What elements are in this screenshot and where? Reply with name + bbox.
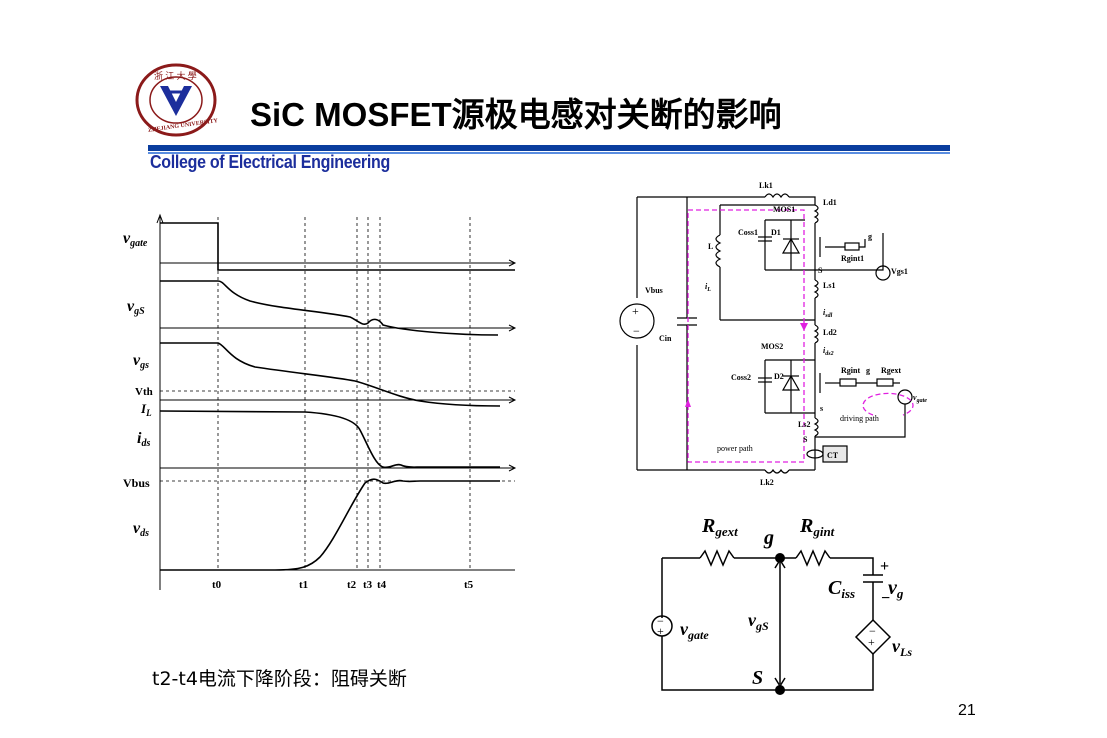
svg-text:s: s [820,404,823,413]
university-logo: 浙 江 大 學 ZHEJIANG UNIVERSITY [135,63,218,137]
label-vbus: Vbus [123,476,150,490]
svg-text:+: + [657,624,664,638]
header-rule [148,145,950,151]
svg-text:−: − [881,590,890,607]
logo-text-top: 浙 江 大 學 [154,70,197,81]
time-t0: t0 [212,579,222,591]
svg-text:power path: power path [717,444,753,453]
svg-text:driving path: driving path [840,414,879,423]
label-vg: vg [888,577,904,601]
label-S: S [752,667,763,689]
svg-text:isdl: isdl [823,308,833,319]
svg-text:S: S [818,266,823,275]
svg-text:CT: CT [827,451,839,460]
time-t5: t5 [464,579,474,591]
label-vds: vds [133,520,149,539]
svg-text:Rgext: Rgext [881,366,901,375]
svg-text:Ld1: Ld1 [823,198,837,207]
svg-text:Rgint1: Rgint1 [841,254,864,263]
time-t4: t4 [377,579,387,591]
label-Rgext: Rgext [701,515,738,539]
label-vgS: vgS [748,610,769,633]
svg-text:Cin: Cin [659,334,672,343]
slide-title: SiC MOSFET源极电感对关断的影响 [250,96,782,133]
svg-text:−: − [657,614,664,628]
label-vLs: vLs [892,636,912,659]
svg-text:g: g [866,366,870,375]
svg-text:iL: iL [705,282,711,293]
svg-text:MOS2: MOS2 [761,342,783,351]
label-IL: IL [140,401,152,418]
svg-text:vgate: vgate [913,393,927,404]
power-circuit-diagram: Lk1 Ld1 MOS1 Coss1 D1 L g Rgint1 S Vgs1 … [619,181,927,487]
label-Ciss: Ciss [828,577,855,601]
svg-text:Vbus: Vbus [645,286,663,295]
label-Rgint: Rgint [799,515,835,539]
label-vgate: vgate [123,230,148,249]
svg-text:Lk2: Lk2 [760,478,774,487]
svg-text:−: − [869,624,876,638]
waveform-diagram: vgate vgS vgs IL ids vds Vth Vbus t0 t1 … [123,213,517,591]
label-vgS: vgS [127,298,145,317]
label-ids: ids [137,430,150,449]
time-t3: t3 [363,579,373,591]
svg-text:Lk1: Lk1 [759,181,773,190]
time-t2: t2 [347,579,357,591]
svg-text:Vgs1: Vgs1 [891,267,908,276]
svg-text:Ls1: Ls1 [823,281,835,290]
page-number: 21 [958,702,976,719]
label-vgs: vgs [133,352,149,371]
svg-text:+: + [868,635,875,649]
svg-text:Coss1: Coss1 [738,228,758,237]
svg-text:−: − [633,324,640,338]
slide-caption: t2-t4电流下降阶段：阻碍关断 [152,668,407,690]
svg-text:Ld2: Ld2 [823,328,837,337]
svg-text:ids2: ids2 [823,346,834,357]
svg-text:Ls2: Ls2 [798,420,810,429]
label-g: g [763,527,774,549]
label-vth: Vth [135,386,153,398]
label-vgate: vgate [680,619,709,642]
gate-equivalent-circuit: −+−+ Rgext g Rgint Ciss vg vgS vgate vLs… [651,515,912,695]
svg-text:Rgint: Rgint [841,366,860,375]
svg-text:D1: D1 [771,228,781,237]
svg-text:L: L [708,242,713,251]
header-rule-thin [148,152,950,154]
svg-text:+: + [632,304,639,318]
svg-text:g: g [868,232,872,241]
svg-text:MOS1: MOS1 [773,205,795,214]
svg-text:D2: D2 [774,372,784,381]
svg-text:S: S [803,435,808,444]
svg-text:+: + [880,558,889,575]
college-name: College of Electrical Engineering [150,153,390,173]
time-t1: t1 [299,579,308,591]
svg-text:Coss2: Coss2 [731,373,751,382]
